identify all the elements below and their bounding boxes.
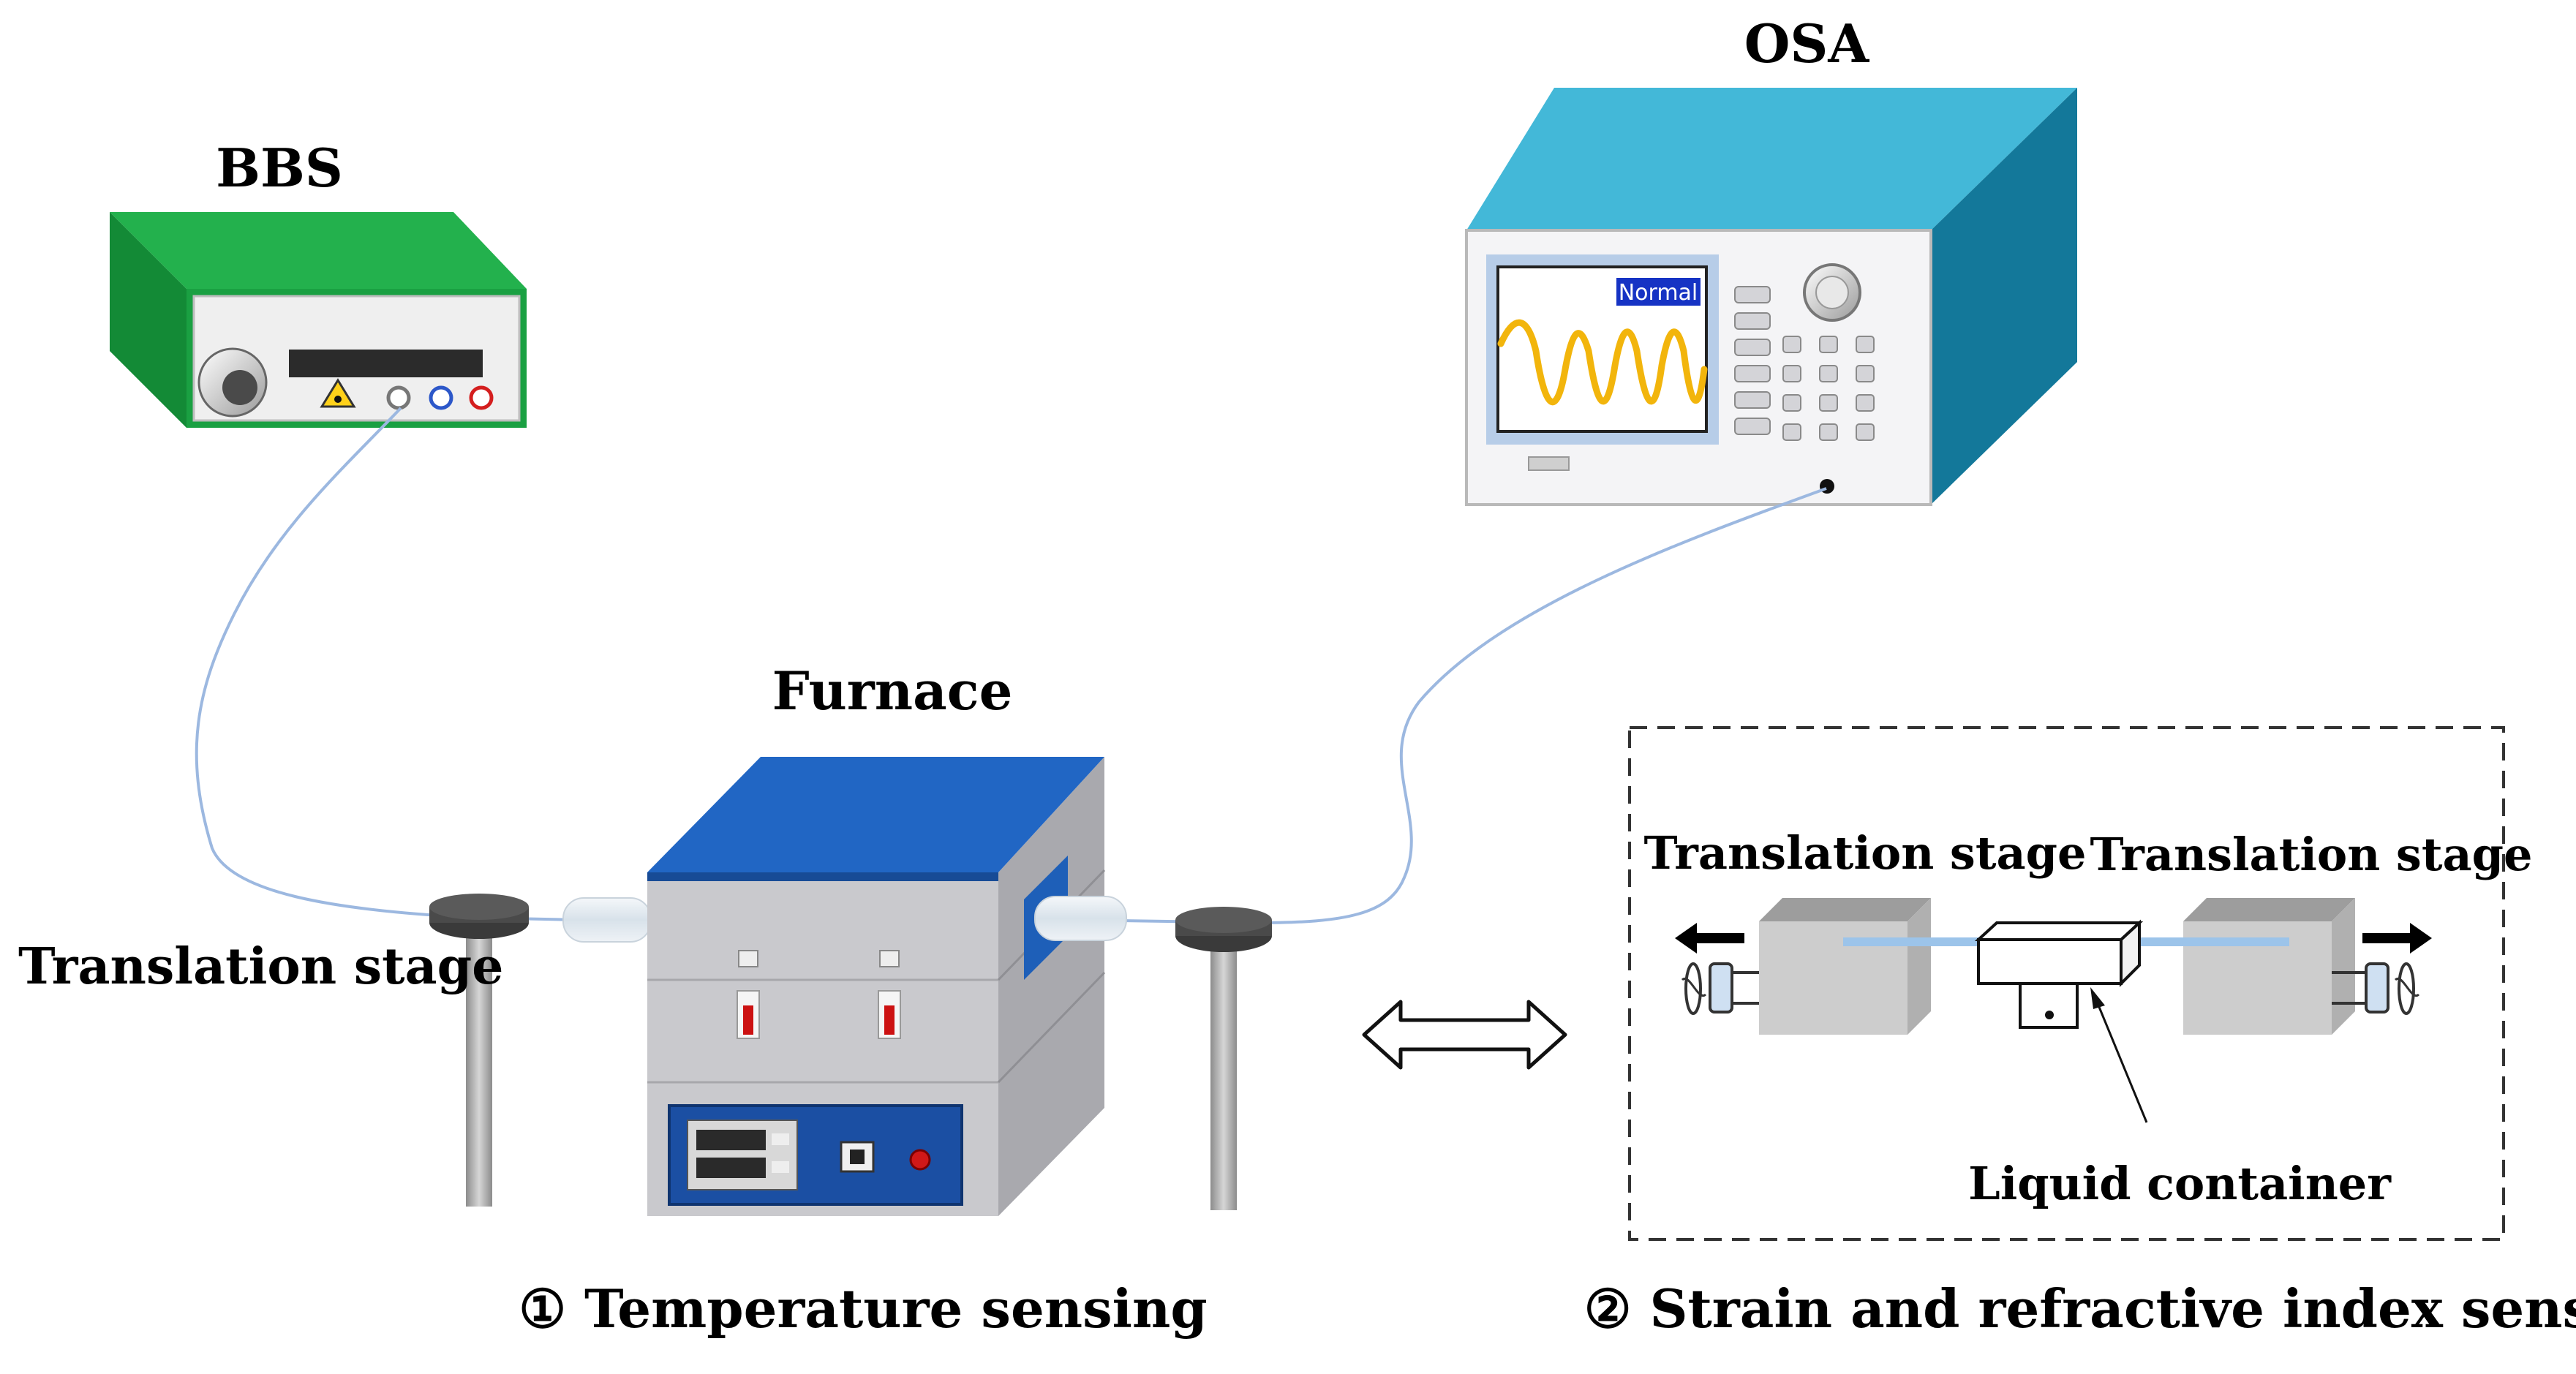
- osa-mode-text: Normal: [1619, 280, 1698, 306]
- thermo-fill-right: [884, 1005, 895, 1035]
- container-side: [2120, 919, 2141, 987]
- controller-key-2: [772, 1161, 789, 1173]
- furnace: [562, 757, 1127, 1216]
- liquid-container-pointer: [2094, 997, 2148, 1123]
- right-micrometer-knob: [2398, 962, 2415, 1015]
- liquid-container-label: Liquid container: [1968, 1157, 2392, 1210]
- liquid-container: [1977, 938, 2123, 985]
- osa-waveform: [1497, 319, 1708, 406]
- left-translation-stage-post: [429, 894, 529, 1207]
- left-pull-arrow-icon: [1675, 923, 1744, 954]
- laser-warning-icon: [320, 378, 356, 408]
- pointer-arrowhead: [2090, 987, 2105, 1009]
- fiber-bbs-to-furnace: [195, 407, 579, 921]
- inset-translation-stage-label-left: Translation stage: [1644, 826, 2087, 880]
- osa-label: OSA: [1744, 12, 1870, 75]
- furnace-side-seam-2: [997, 971, 1106, 1084]
- furnace-top-edge: [647, 872, 998, 881]
- bbs-device: [110, 212, 527, 428]
- bbs-port-blue: [429, 385, 453, 410]
- translation-stage-label-left: Translation stage: [18, 937, 503, 996]
- bbs-knob-center: [222, 370, 257, 405]
- inset-dashed-box: [1628, 726, 2505, 1241]
- left-micrometer-knob: [1684, 962, 1702, 1015]
- bbs-label: BBS: [216, 137, 343, 199]
- right-pull-arrow-icon: [2362, 923, 2432, 954]
- inset-translation-stage-label-right: Translation stage: [2090, 828, 2533, 881]
- bbs-top-face: [110, 212, 527, 289]
- inset-right-block-top: [2183, 898, 2355, 921]
- right-micrometer-thread: [2394, 977, 2420, 997]
- osa-knob-cap: [1815, 276, 1849, 309]
- power-switch-center: [850, 1150, 865, 1164]
- osa-device: Normal: [1465, 88, 2077, 506]
- right-post-cap-rim: [1175, 907, 1272, 933]
- furnace-indicator-light: [909, 1149, 931, 1171]
- fiber-furnace-to-osa: [1074, 487, 1827, 925]
- furnace-top: [647, 757, 1104, 872]
- bbs-port-grey: [386, 385, 411, 410]
- osa-slot: [1528, 456, 1570, 471]
- left-post-rod: [466, 932, 492, 1207]
- osa-keypad: [1734, 286, 1875, 441]
- inset-left-block-top: [1759, 898, 1931, 921]
- container-stand: [2019, 982, 2079, 1029]
- furnace-tube-right: [1034, 896, 1127, 941]
- controller-key-1: [772, 1133, 789, 1145]
- warning-dot: [334, 396, 342, 403]
- bbs-side-face: [110, 212, 187, 428]
- stand-screw: [2045, 1011, 2054, 1019]
- osa-top-face: [1466, 88, 2077, 230]
- left-micrometer-thread: [1681, 977, 1707, 997]
- indicator-slot-left: [738, 950, 758, 967]
- double-arrow-icon: [1362, 1000, 1567, 1070]
- inset-strain-setup: [1675, 898, 2432, 1123]
- osa-mode-badge: [1616, 278, 1701, 306]
- furnace-tube-left: [562, 897, 652, 943]
- controller-display-top: [696, 1130, 766, 1150]
- controller-display-bottom: [696, 1158, 766, 1178]
- bbs-port-red: [469, 385, 494, 410]
- caption-temperature-sensing: ① Temperature sensing: [519, 1277, 1207, 1340]
- inset-left-block-side: [1907, 898, 1931, 1035]
- indicator-slot-right: [879, 950, 900, 967]
- left-post-cap-rim: [429, 894, 529, 920]
- right-translation-stage-post: [1175, 907, 1272, 1210]
- bbs-display: [289, 350, 483, 377]
- left-micrometer-icon: [1709, 962, 1733, 1013]
- inset-right-block-side: [2332, 898, 2355, 1035]
- right-post-rod: [1210, 943, 1237, 1210]
- thermo-fill-left: [743, 1005, 753, 1035]
- container-top: [1974, 921, 2144, 941]
- furnace-label: Furnace: [772, 660, 1013, 722]
- furnace-side: [998, 757, 1104, 1216]
- osa-side-face: [1931, 88, 2077, 505]
- right-micrometer-icon: [2365, 962, 2389, 1013]
- caption-strain-ri-sensing: ② Strain and refractive index sensing: [1584, 1277, 2576, 1340]
